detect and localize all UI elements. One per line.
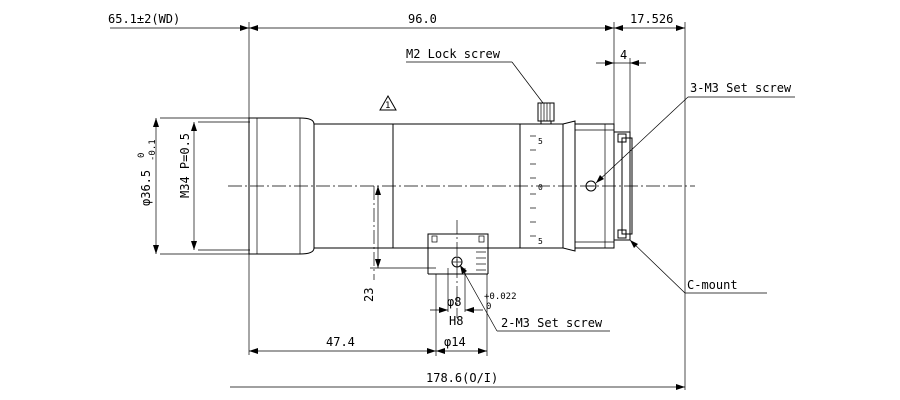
outer-diameter-tol-lower: -0.1 <box>148 139 158 161</box>
callout-set-screw-2: 2-M3 Set screw <box>459 264 610 332</box>
set-screw-2-label: 2-M3 Set screw <box>501 316 603 330</box>
warning-triangle-icon: 1 <box>379 94 397 111</box>
dimension-rear-length: 17.526 <box>614 12 685 31</box>
warning-mark: 1 <box>385 101 390 111</box>
dimension-body-length: 96.0 <box>249 12 614 31</box>
dimension-outer-diameter: φ36.5 0 -0.1 <box>137 118 159 254</box>
clamp-width-label: φ14 <box>444 335 466 349</box>
dimension-filter-thread: M34 P=0.5 <box>178 122 197 250</box>
flange-step-label: 4 <box>620 48 627 62</box>
clamp-bore-fit-label: H8 <box>449 314 463 328</box>
outer-diameter-tol-upper: 0 <box>137 153 147 158</box>
lock-screw-label: M2 Lock screw <box>406 47 501 61</box>
extension-lines <box>160 22 686 390</box>
callout-set-screw-3: 3-M3 Set screw <box>595 81 795 184</box>
dimension-overall-length: 178.6(O/I) <box>230 371 685 390</box>
clamp-offset-label: 47.4 <box>326 335 355 349</box>
dimension-clamp-height: 23 <box>362 186 381 302</box>
outer-diameter-label: φ36.5 <box>139 170 153 206</box>
clamp-bore-tol-lower: 0 <box>486 302 491 312</box>
clamp-height-label: 23 <box>362 288 376 302</box>
dimension-clamp-offset: 47.4 <box>249 335 436 354</box>
clamp-bore-label: φ8 <box>447 295 461 309</box>
focus-scale: 5 0 5 <box>530 135 543 246</box>
lens-body <box>248 117 633 255</box>
set-screw-3-label: 3-M3 Set screw <box>690 81 792 95</box>
dimension-clamp-width: φ14 <box>436 335 487 354</box>
dimension-flange-step: 4 <box>596 48 646 66</box>
lock-screw-knob <box>537 102 555 125</box>
set-screw-rear <box>585 180 597 192</box>
rear-length-label: 17.526 <box>630 12 673 26</box>
filter-thread-label: M34 P=0.5 <box>178 133 192 198</box>
clamp-bore-tol-upper: +0.022 <box>484 292 517 302</box>
dimension-clamp-bore: φ8 +0.022 0 H8 <box>430 292 517 328</box>
scale-label-upper: 5 <box>538 137 543 146</box>
scale-label-center: 0 <box>538 183 543 192</box>
scale-label-lower: 5 <box>538 237 543 246</box>
callout-c-mount: C-mount <box>629 239 767 294</box>
dimension-working-distance: 65.1±2(WD) <box>108 12 249 31</box>
overall-length-label: 178.6(O/I) <box>426 371 498 385</box>
working-distance-label: 65.1±2(WD) <box>108 12 180 26</box>
callout-lock-screw: M2 Lock screw <box>406 47 544 104</box>
body-length-label: 96.0 <box>408 12 437 26</box>
c-mount-label: C-mount <box>687 278 738 292</box>
mount-clamp <box>427 233 489 275</box>
